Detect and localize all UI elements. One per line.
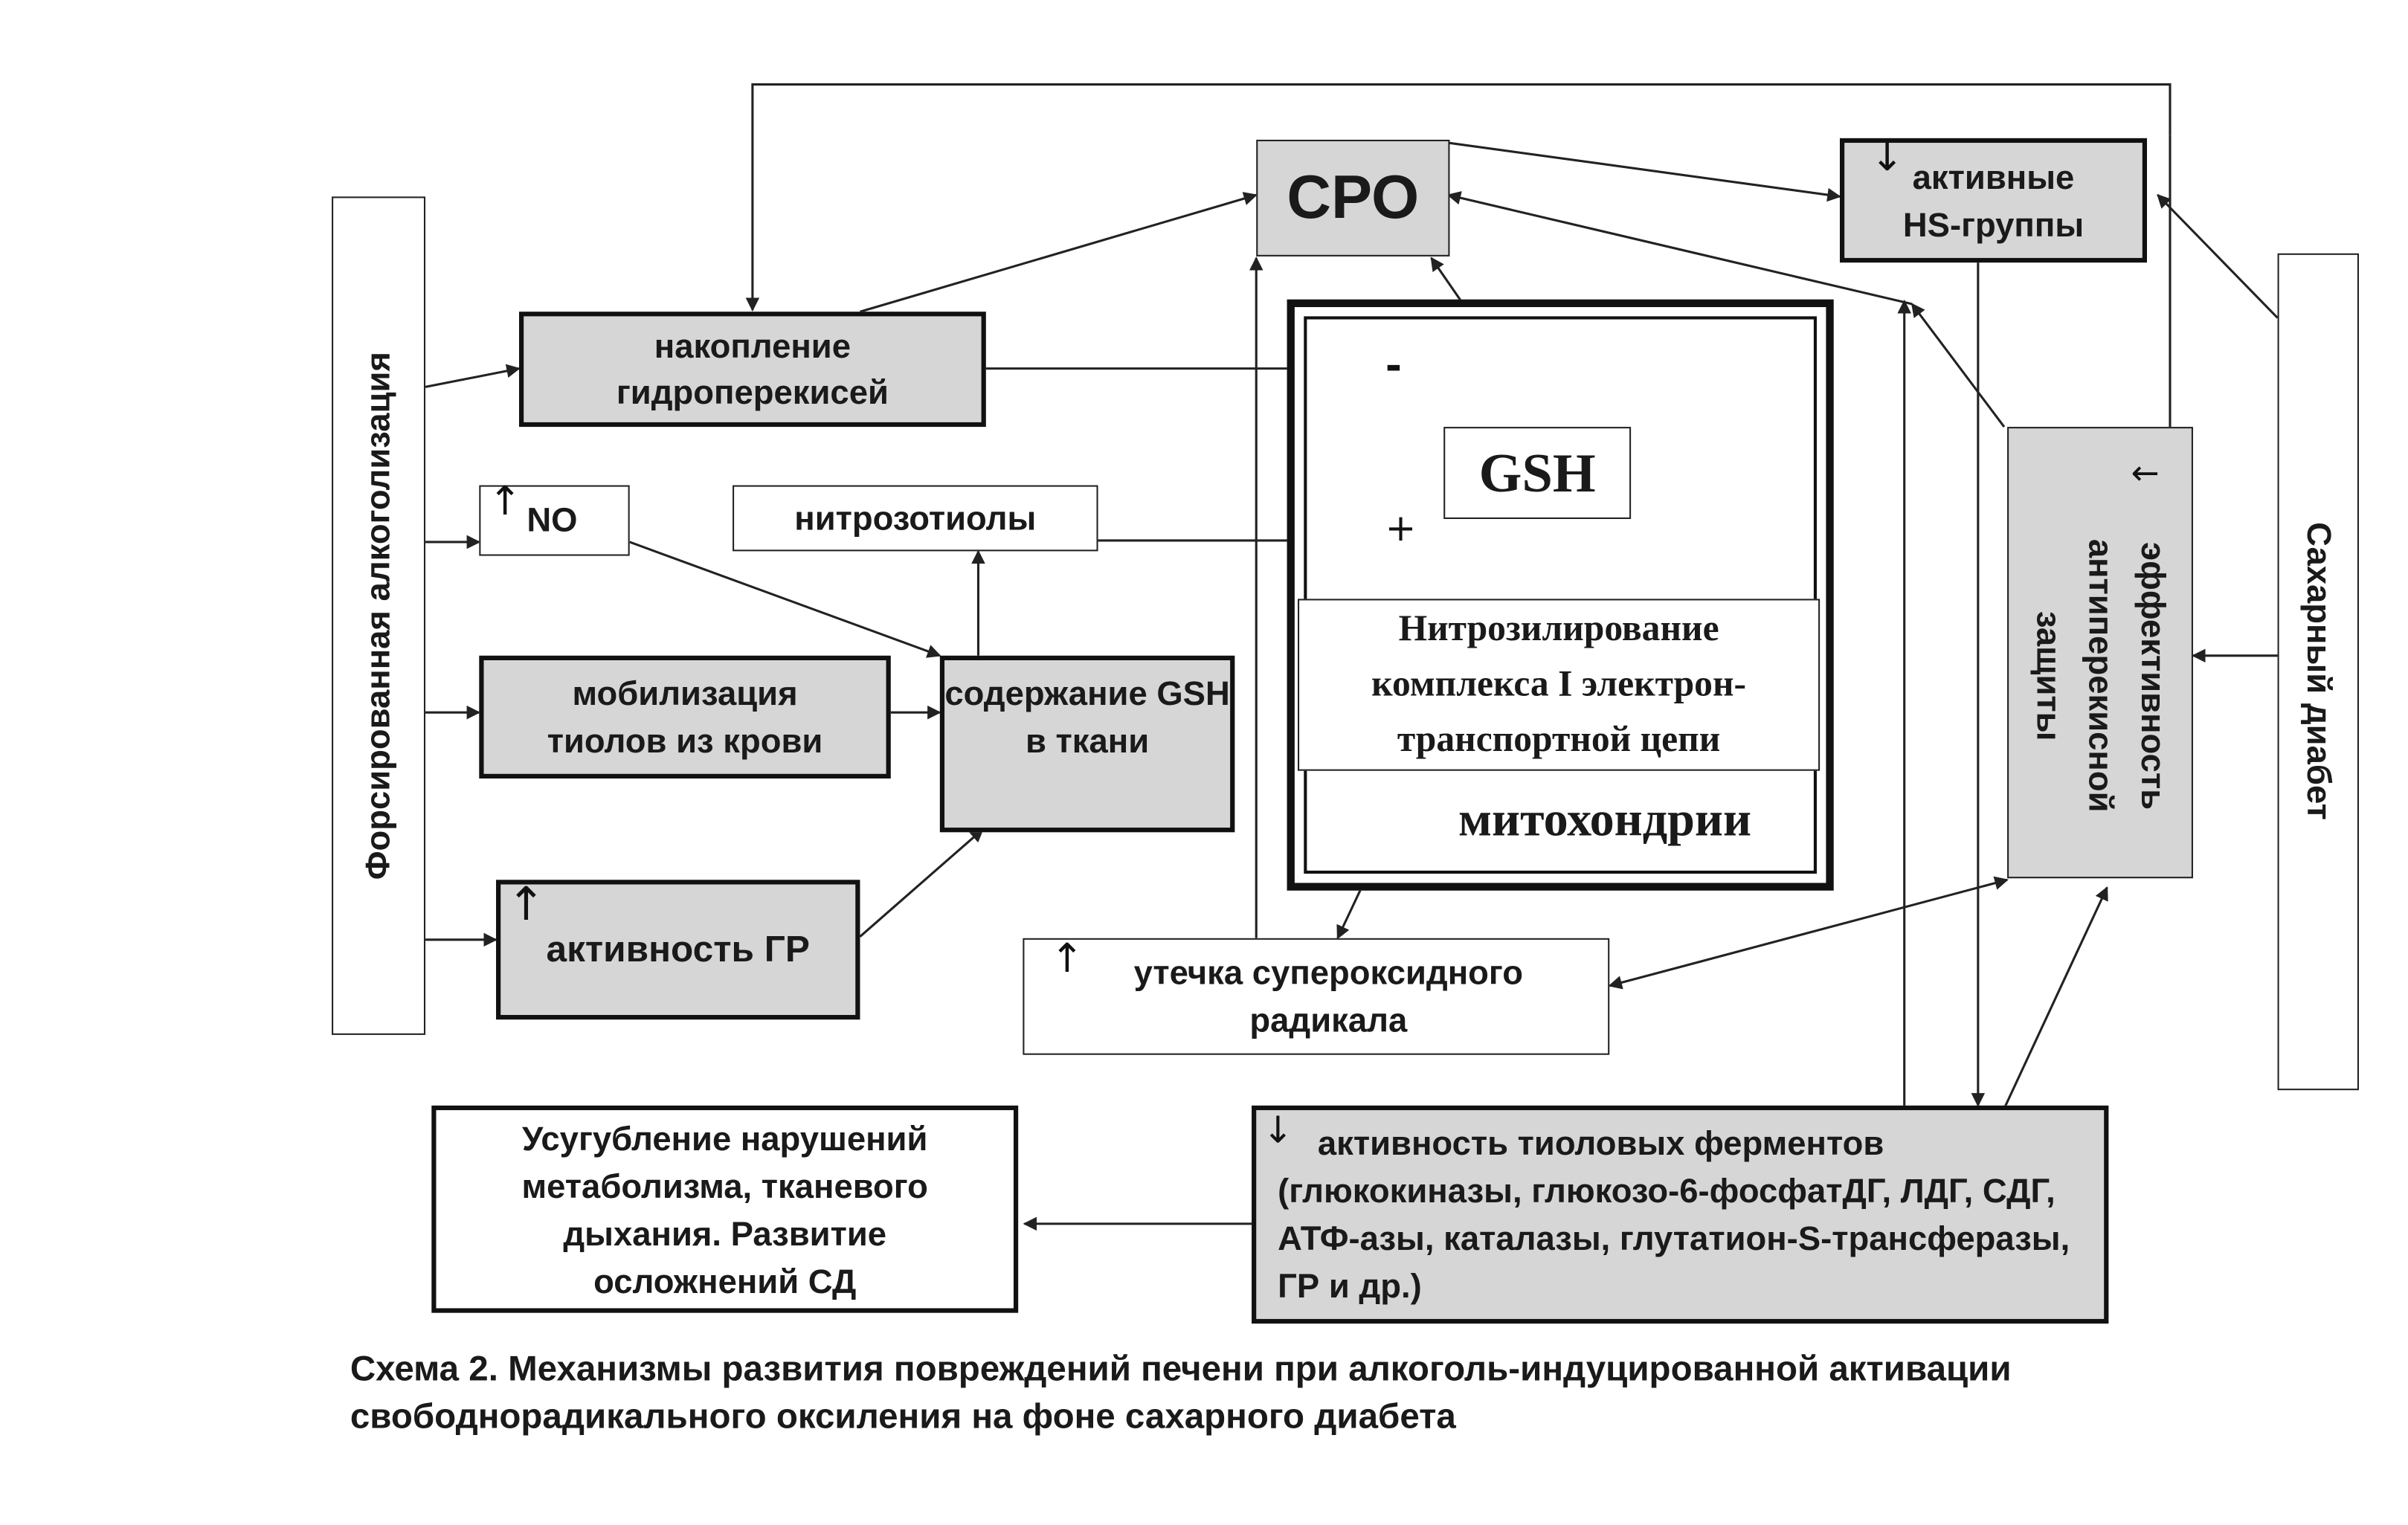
gsh-label: GSH <box>1478 442 1596 504</box>
diabetes-box: Сахарный диабет <box>2277 253 2359 1091</box>
arrow-topline-to-hydroperoxides <box>745 83 2172 312</box>
diabetes-label: Сахарный диабет <box>2299 523 2339 821</box>
arrow-down-icon: ↓ <box>1870 135 1905 181</box>
active-hs-box: активные HS-группы <box>1839 138 2148 263</box>
arrow-no-to-gsh-content <box>629 541 941 658</box>
cpo-box: СРО <box>1256 139 1450 257</box>
diagram-caption: Схема 2. Механизмы развития повреждений … <box>350 1348 2012 1436</box>
arrow-superoxide-antiperoxide <box>1608 876 2009 990</box>
arrow-down-icon: ↓ <box>1262 1109 1294 1152</box>
arrow-cpo-to-hs <box>1448 141 1841 202</box>
antiperoxide-box: эффективность антиперекисной защиты <box>2007 427 2193 879</box>
mitochondria-inner-frame <box>1304 316 1818 874</box>
superoxide-label: утечка супероксидного радикала <box>1133 953 1523 1040</box>
arrow-enzymes-to-antiperoxide <box>2003 886 2108 1109</box>
nitrosylation-label: Нитрозилирование комплекса I электрон-тр… <box>1371 609 1747 761</box>
gr-activity-box: активность ГР <box>496 880 860 1020</box>
arrow-diabetes-to-hs <box>2157 193 2279 319</box>
gsh-content-box: содержание GSH в ткани <box>939 655 1235 833</box>
arrow-up-icon: ↑ <box>488 479 522 526</box>
arrow-alcohol-to-hydroperoxides <box>425 364 521 388</box>
metabolism-label: Усугубление нарушений метаболизма, ткане… <box>521 1118 928 1300</box>
forced-alcohol-box: Форсированная алкоголизация <box>332 196 426 1035</box>
arrow-antiperoxide-to-cpo <box>1910 303 2006 428</box>
cpo-label: СРО <box>1287 163 1420 231</box>
thiol-mobilization-label: мобилизация тиолов из крови <box>547 674 823 761</box>
mitochondria-label-box: митохондрии <box>1382 783 1828 854</box>
thiol-enzymes-label: активность тиоловых ферментов (глюкокина… <box>1278 1123 2070 1306</box>
gr-activity-label: активность ГР <box>546 929 810 971</box>
antiperoxide-label: эффективность антиперекисной защиты <box>2029 538 2173 813</box>
arrow-up-icon: ↑ <box>506 878 546 932</box>
gsh-content-label: содержание GSH в ткани <box>944 674 1230 761</box>
mitochondria-label: митохондрии <box>1458 790 1752 845</box>
no-label: NO <box>527 500 578 539</box>
arrow-gr-to-gsh-content <box>859 828 985 938</box>
nitrosothiols-label: нитрозотиолы <box>794 498 1037 537</box>
no-box: NO <box>479 485 630 556</box>
active-hs-label: активные HS-группы <box>1902 157 2085 244</box>
arrow-up-icon: ↑ <box>1050 936 1084 983</box>
nitrosothiols-box: нитрозотиолы <box>733 485 1098 552</box>
thiol-mobilization-box: мобилизация тиолов из крови <box>479 655 891 779</box>
nitrosylation-box: Нитрозилирование комплекса I электрон-тр… <box>1298 599 1821 771</box>
arrow-down-icon: ↓ <box>2123 460 2163 489</box>
minus-sign: - <box>1385 344 1403 390</box>
metabolism-box: Усугубление нарушений метаболизма, ткане… <box>431 1105 1019 1313</box>
plus-sign: + <box>1385 506 1417 550</box>
hydroperoxides-label: накопление гидроперекисей <box>616 326 889 411</box>
superoxide-box: утечка супероксидного радикала <box>1023 938 1610 1055</box>
gsh-box: GSH <box>1443 427 1632 520</box>
hydroperoxides-box: накопление гидроперекисей <box>519 312 986 428</box>
thiol-enzymes-box: активность тиоловых ферментов (глюкокина… <box>1252 1105 2109 1324</box>
arrow-hydroperoxides-to-cpo <box>860 192 1258 313</box>
mitochondria-frame <box>1287 299 1834 891</box>
forced-alcohol-label: Форсированная алкоголизация <box>358 352 397 880</box>
arrow-line-to-cpo <box>1446 191 1913 306</box>
